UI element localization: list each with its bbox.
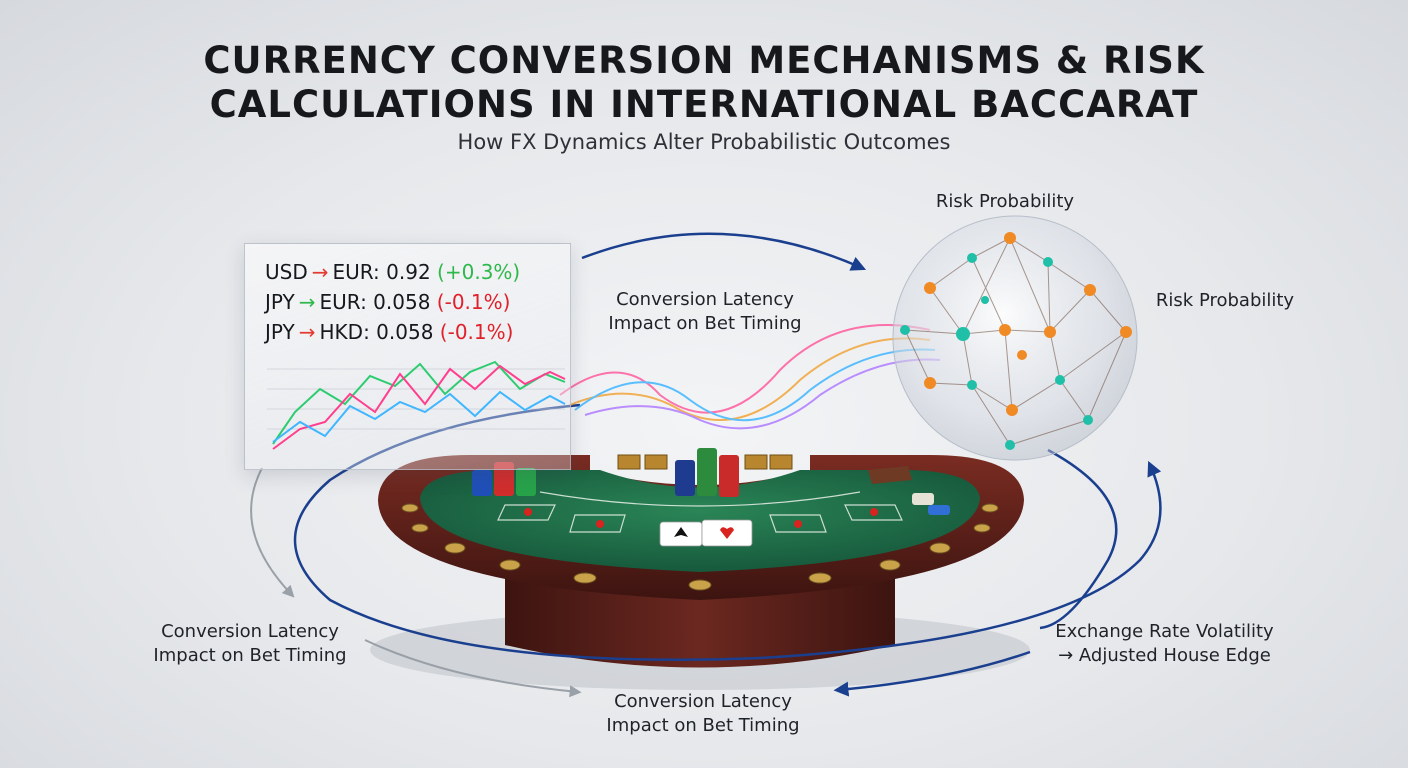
felt-heart-marks: [524, 508, 878, 528]
top-flow-arrow: [581, 232, 867, 271]
label-volatility-line-1: Exchange Rate Volatility: [1055, 621, 1274, 642]
data-stream-waves: [559, 324, 941, 430]
probability-network-sphere-icon: [892, 215, 1138, 461]
fx-rate-row-jpy-eur: JPY→EUR: 0.058 (-0.1%): [265, 290, 510, 314]
card-shoe: [868, 466, 912, 484]
pair-from: JPY: [265, 290, 295, 314]
page-title-line-2: CALCULATIONS IN INTERNATIONAL BACCARAT: [209, 83, 1199, 126]
fx-mini-chart: [267, 360, 566, 450]
label-latency-bottom-line-2: Impact on Bet Timing: [606, 715, 800, 736]
page-title-line-1: CURRENCY CONVERSION MECHANISMS & RISK: [203, 39, 1205, 82]
pair-to: EUR:: [332, 260, 380, 284]
felt-bet-boxes: [497, 491, 903, 533]
rate-change: (+0.3%): [437, 260, 521, 284]
label-latency-left: Conversion Latency Impact on Bet Timing: [125, 620, 375, 668]
playing-card-ace-hearts-icon: [701, 519, 753, 547]
fx-rate-row-jpy-hkd: JPY→HKD: 0.058 (-0.1%): [265, 320, 513, 344]
label-latency-top-line-1: Conversion Latency: [616, 289, 794, 310]
bottom-right-flow-arrow: [833, 650, 1031, 697]
rate-change: (-0.1%): [439, 320, 514, 344]
label-latency-top-line-2: Impact on Bet Timing: [608, 313, 802, 334]
fx-series-line-pink: [272, 364, 566, 450]
pair-to: EUR:: [319, 290, 367, 314]
pair-from: JPY: [265, 320, 295, 344]
rate-change: (-0.1%): [436, 290, 511, 314]
rate-value: 0.058: [376, 320, 434, 344]
pair-to: HKD:: [319, 320, 370, 344]
gold-bars: [617, 454, 793, 470]
label-latency-bottom-line-1: Conversion Latency: [614, 691, 792, 712]
fx-rates-panel: USD→EUR: 0.92 (+0.3%) JPY→EUR: 0.058 (-0…: [244, 243, 571, 470]
label-exchange-volatility: Exchange Rate Volatility → Adjusted Hous…: [1032, 620, 1297, 668]
panel-to-left-label-arrow: [250, 467, 295, 598]
pair-from: USD: [265, 260, 308, 284]
pair-arrow-icon: →: [298, 290, 316, 314]
network-nodes: [900, 232, 1132, 450]
fx-rate-row-usd-eur: USD→EUR: 0.92 (+0.3%): [265, 260, 520, 284]
fx-series-line-blue: [272, 390, 566, 443]
pair-arrow-icon: →: [298, 320, 316, 344]
label-latency-bottom: Conversion Latency Impact on Bet Timing: [578, 690, 828, 738]
page-subtitle: How FX Dynamics Alter Probabilistic Outc…: [457, 130, 951, 154]
casino-chip-stack-icon: [472, 448, 950, 515]
rate-value: 0.058: [373, 290, 431, 314]
pair-arrow-icon: →: [311, 260, 329, 284]
label-risk-probability-right: Risk Probability: [1155, 290, 1295, 311]
playing-card-ace-spades-icon: [659, 521, 703, 547]
label-latency-top: Conversion Latency Impact on Bet Timing: [590, 288, 820, 336]
right-flow-line: [1039, 448, 1118, 630]
left-to-bottom-arrow: [364, 639, 582, 698]
label-latency-left-line-1: Conversion Latency: [161, 621, 339, 642]
label-risk-probability-top: Risk Probability: [935, 191, 1075, 212]
fx-series-line-green: [272, 360, 566, 445]
rail-cup-holders: [401, 503, 999, 591]
rate-value: 0.92: [386, 260, 431, 284]
label-volatility-line-2: → Adjusted House Edge: [1058, 645, 1271, 666]
label-latency-left-line-2: Impact on Bet Timing: [153, 645, 347, 666]
